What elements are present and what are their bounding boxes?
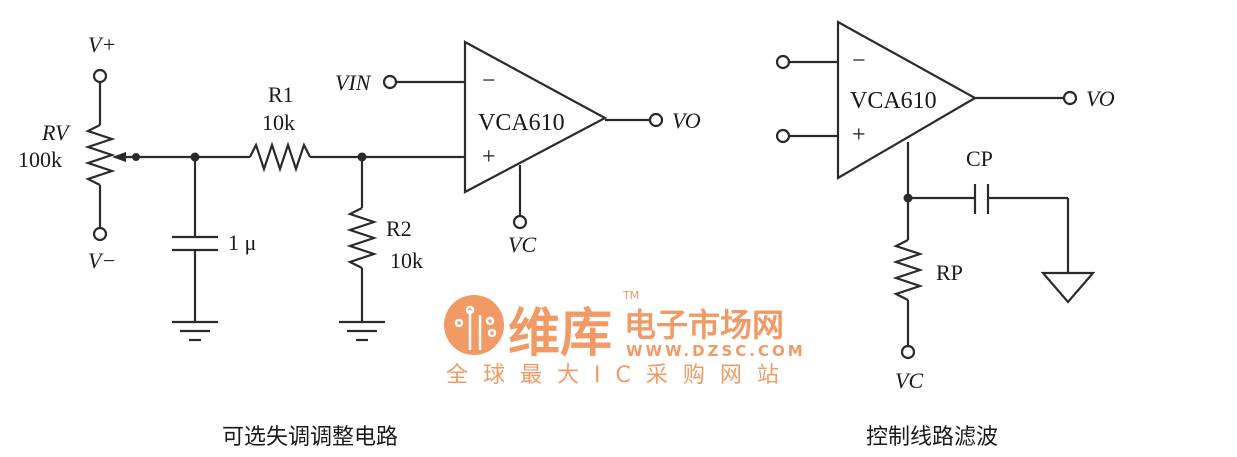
r2-value: 10k xyxy=(390,248,423,273)
resistor-r2 xyxy=(346,207,378,269)
watermark-name: 电子市场网 xyxy=(624,306,784,344)
ground-icon xyxy=(1040,271,1096,304)
vin-terminal xyxy=(382,74,398,90)
vc-terminal xyxy=(900,344,916,360)
ground-icon xyxy=(339,320,385,342)
left-circuit: V+ V− RV 100k 1 μ R1 10k R2 10k VIN xyxy=(18,32,701,450)
left-caption: 可选失调调整电路 xyxy=(222,425,398,450)
r1-label: R1 xyxy=(268,82,294,107)
minus-input-sign: − xyxy=(482,68,496,94)
vplus-terminal xyxy=(92,68,108,84)
ground-icon xyxy=(172,320,218,342)
vo-terminal xyxy=(1062,90,1078,106)
vc-label: VC xyxy=(508,232,536,257)
amp-name: VCA610 xyxy=(478,110,565,136)
opamp-vca610 xyxy=(836,20,978,180)
watermark-slogan: 全球最大IC采购网站 xyxy=(446,363,794,388)
plus-input-sign: + xyxy=(482,144,496,170)
vo-label: VO xyxy=(1086,86,1115,111)
cap-value: 1 μ xyxy=(228,230,256,255)
rv-label: RV xyxy=(41,120,71,145)
right-circuit: − + VCA610 VO CP VC RP 控制线路滤波 xyxy=(775,20,1115,450)
cp-label: CP xyxy=(966,146,993,171)
vo-terminal xyxy=(648,112,664,128)
vo-label: VO xyxy=(672,108,701,133)
rp-label: RP xyxy=(936,260,963,285)
resistor-rp xyxy=(892,239,924,301)
vin-label: VIN xyxy=(335,70,372,95)
vminus-label: V− xyxy=(88,248,116,273)
potentiometer-rv xyxy=(84,124,116,186)
vplus-label: V+ xyxy=(88,32,116,57)
input-terminal xyxy=(775,54,791,70)
dzsc-watermark: 维库 TM 电子市场网 WWW.DZSC.COM 全球最大IC采购网站 xyxy=(444,289,806,388)
wiper-arrow xyxy=(112,152,126,162)
r2-label: R2 xyxy=(386,216,412,241)
input-terminal xyxy=(775,128,791,144)
vc-label: VC xyxy=(895,368,923,393)
minus-input-sign: − xyxy=(852,48,866,74)
watermark-tm: TM xyxy=(622,289,639,302)
r1-value: 10k xyxy=(262,110,295,135)
resistor-r1 xyxy=(249,141,311,173)
dzsc-logo-icon xyxy=(444,295,504,355)
opamp-vca610 xyxy=(463,40,608,194)
vminus-terminal xyxy=(92,226,108,242)
rv-value: 100k xyxy=(18,147,62,172)
right-caption: 控制线路滤波 xyxy=(866,425,998,450)
plus-input-sign: + xyxy=(852,122,866,148)
watermark-url: WWW.DZSC.COM xyxy=(626,342,806,360)
amp-name: VCA610 xyxy=(850,88,937,114)
watermark-brand: 维库 xyxy=(508,304,612,364)
vc-terminal xyxy=(512,214,528,230)
